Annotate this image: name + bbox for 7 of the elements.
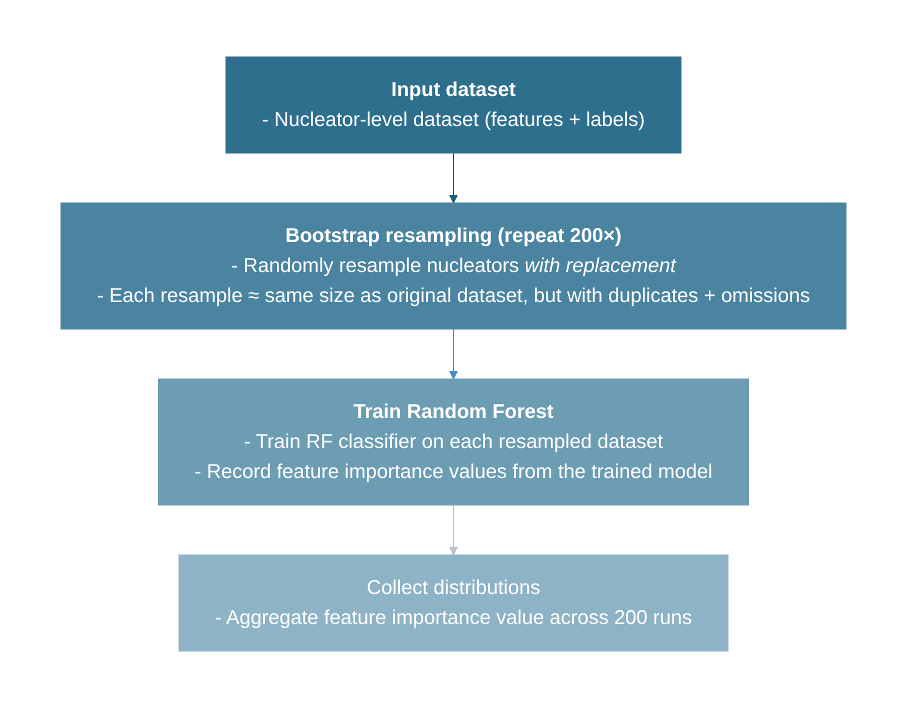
arrow — [449, 504, 458, 556]
arrow — [449, 152, 458, 204]
node-box: Bootstrap resampling (repeat 200×) - Randomly resample nucleators with replacement - Each resample ≈ same size as original dataset, but with duplicates + omissions — [60, 202, 846, 330]
arrow — [449, 328, 458, 380]
node-box: Collect distributions - Aggregate feature importance value across 200 runs — [178, 554, 728, 652]
node-box: Train Random Forest - Train RF classifier on each resampled dataset - Record feature importance values from the trained model — [158, 378, 749, 506]
node-box: Input dataset - Nucleator-level dataset (features + labels) — [226, 56, 682, 154]
